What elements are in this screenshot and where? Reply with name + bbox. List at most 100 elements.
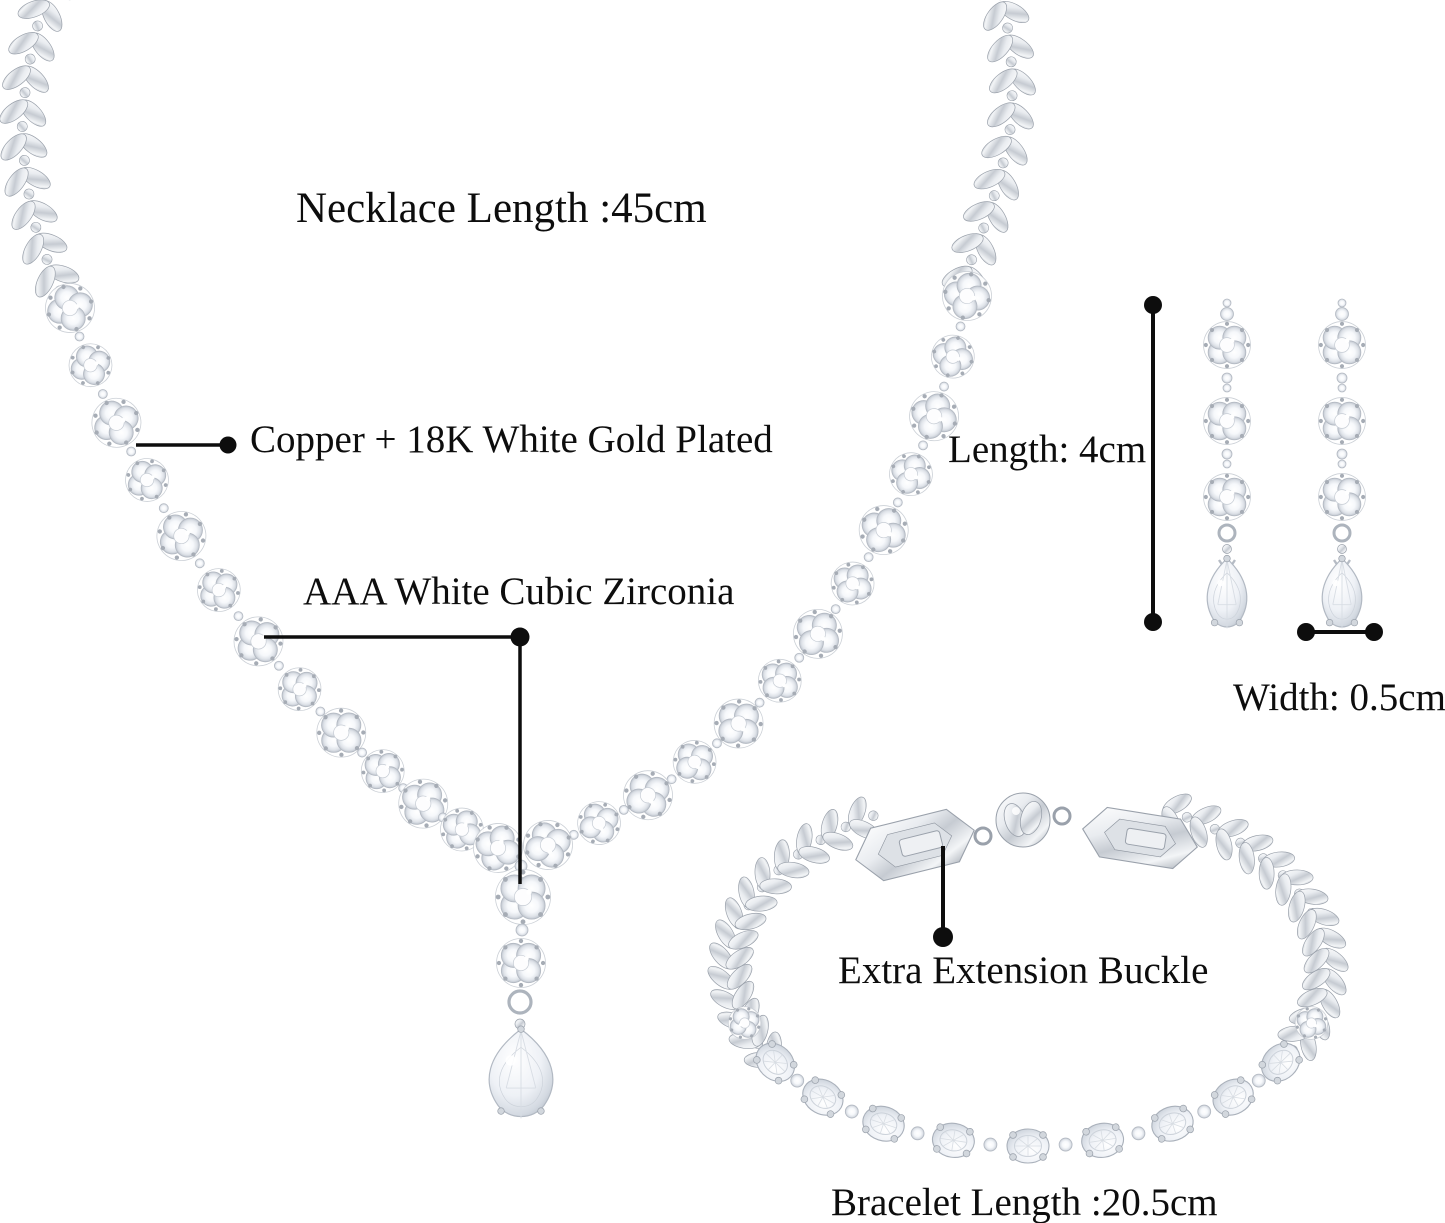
crystal-cluster xyxy=(1203,473,1251,521)
connector-gem xyxy=(274,660,284,671)
leaf-link xyxy=(989,68,1036,102)
crystal-cluster xyxy=(233,616,284,667)
crystal-cluster xyxy=(316,707,367,758)
connector-gem xyxy=(983,1137,998,1152)
crystal-cluster xyxy=(942,271,992,321)
crystal-cluster xyxy=(125,458,169,502)
buckle-leader-dot xyxy=(933,927,953,947)
leaf-link xyxy=(981,135,1028,169)
crystal-cluster xyxy=(197,568,241,612)
leaf-link xyxy=(4,167,51,200)
earring-length-measure-dot-top xyxy=(1144,296,1162,314)
crystal-cluster xyxy=(473,823,523,873)
leaf-link xyxy=(1189,805,1222,848)
connector-gem xyxy=(315,706,326,717)
connector-gem xyxy=(1251,1073,1266,1088)
crystal-cluster xyxy=(931,334,975,379)
oval-stone xyxy=(800,1076,846,1118)
connector-gem xyxy=(844,1104,859,1119)
necklace-pendant xyxy=(488,869,554,1119)
connector-gem xyxy=(863,552,874,563)
crystal-cluster xyxy=(713,698,764,749)
connector-gem xyxy=(754,697,765,708)
crystal-cluster xyxy=(889,452,933,496)
teardrop-gem xyxy=(488,1025,554,1119)
crystal-cluster xyxy=(360,749,405,793)
crystal-cluster xyxy=(672,740,717,784)
earring-left xyxy=(1203,298,1251,629)
crystal-cluster xyxy=(1294,1006,1329,1040)
clasp-ring xyxy=(973,826,993,846)
leaf-link xyxy=(951,233,997,266)
connector-gem xyxy=(918,440,928,451)
oval-stone xyxy=(931,1122,975,1158)
bracelet-clasp xyxy=(855,792,1198,882)
crystal-cluster xyxy=(830,561,875,606)
necklace-length-label: Necklace Length :45cm xyxy=(296,185,707,232)
connector-gem xyxy=(910,1126,925,1141)
leaf-link xyxy=(987,102,1034,135)
teardrop-gem xyxy=(1206,554,1248,629)
earring-width-measure-dot-left xyxy=(1297,623,1315,641)
clasp-buckle-right xyxy=(1082,806,1198,870)
connector-gem xyxy=(790,1073,805,1088)
necklace-strand-left xyxy=(45,283,523,873)
leaf-link xyxy=(724,897,767,931)
bracelet-stones xyxy=(753,1040,1303,1164)
annotation-lines xyxy=(136,296,1383,947)
bracelet xyxy=(707,792,1349,1164)
connector-gem xyxy=(1222,383,1232,393)
crystal-cluster xyxy=(495,869,551,925)
bracelet-length-label: Bracelet Length :20.5cm xyxy=(831,1181,1218,1223)
necklace-chain-right xyxy=(941,0,1036,299)
pendant-bail-ring xyxy=(507,989,533,1015)
connector-gem xyxy=(712,738,722,749)
clasp-knot xyxy=(995,792,1051,848)
leaf-link xyxy=(1297,987,1341,1019)
extension-buckle-label: Extra Extension Buckle xyxy=(838,949,1209,992)
crystal-cluster xyxy=(523,820,573,870)
leaf-link xyxy=(820,809,854,851)
connector-gem xyxy=(158,503,169,514)
crystal-cluster xyxy=(277,667,322,711)
connector-gem xyxy=(126,446,137,457)
leaf-link xyxy=(963,201,1009,234)
oval-stone xyxy=(1006,1128,1050,1164)
connector-gem xyxy=(618,804,629,815)
crystal-cluster xyxy=(1318,473,1366,521)
crystal-cluster xyxy=(1203,397,1251,445)
crystal-cluster xyxy=(577,801,621,845)
connector-gem xyxy=(1336,372,1348,384)
connector-gem xyxy=(830,604,841,615)
earring-width-measure-dot-right xyxy=(1365,623,1383,641)
crystal-cluster xyxy=(757,658,802,703)
leaf-link xyxy=(17,0,63,32)
material-label: Copper + 18K White Gold Plated xyxy=(250,418,773,461)
oval-stone xyxy=(1151,1104,1194,1143)
connector-gem xyxy=(194,558,205,569)
crystal-cluster xyxy=(156,511,207,561)
connector-gem xyxy=(666,774,677,785)
necklace-chain-left xyxy=(0,0,80,298)
crystal-cluster xyxy=(858,505,909,555)
connector-gem xyxy=(357,747,367,758)
connector-gem xyxy=(1221,448,1233,460)
crystal-cluster xyxy=(727,1006,762,1040)
connector-gem xyxy=(97,389,108,399)
connector-gem xyxy=(1197,1104,1212,1119)
clasp-ring xyxy=(1052,806,1072,826)
earring-length-label: Length: 4cm xyxy=(948,428,1147,471)
earring-width-label: Width: 0.5cm xyxy=(1233,676,1445,719)
connector-gem xyxy=(892,497,903,508)
crystal-cluster xyxy=(45,283,95,333)
connector-gem xyxy=(1336,448,1348,460)
stone-leader-dot xyxy=(510,627,530,647)
connector-gem xyxy=(1337,459,1347,469)
teardrop-gem xyxy=(1321,554,1363,629)
connector-gem xyxy=(1221,372,1233,384)
crystal-cluster xyxy=(792,608,843,659)
connector-gem xyxy=(1337,383,1347,393)
crystal-cluster xyxy=(909,391,959,442)
